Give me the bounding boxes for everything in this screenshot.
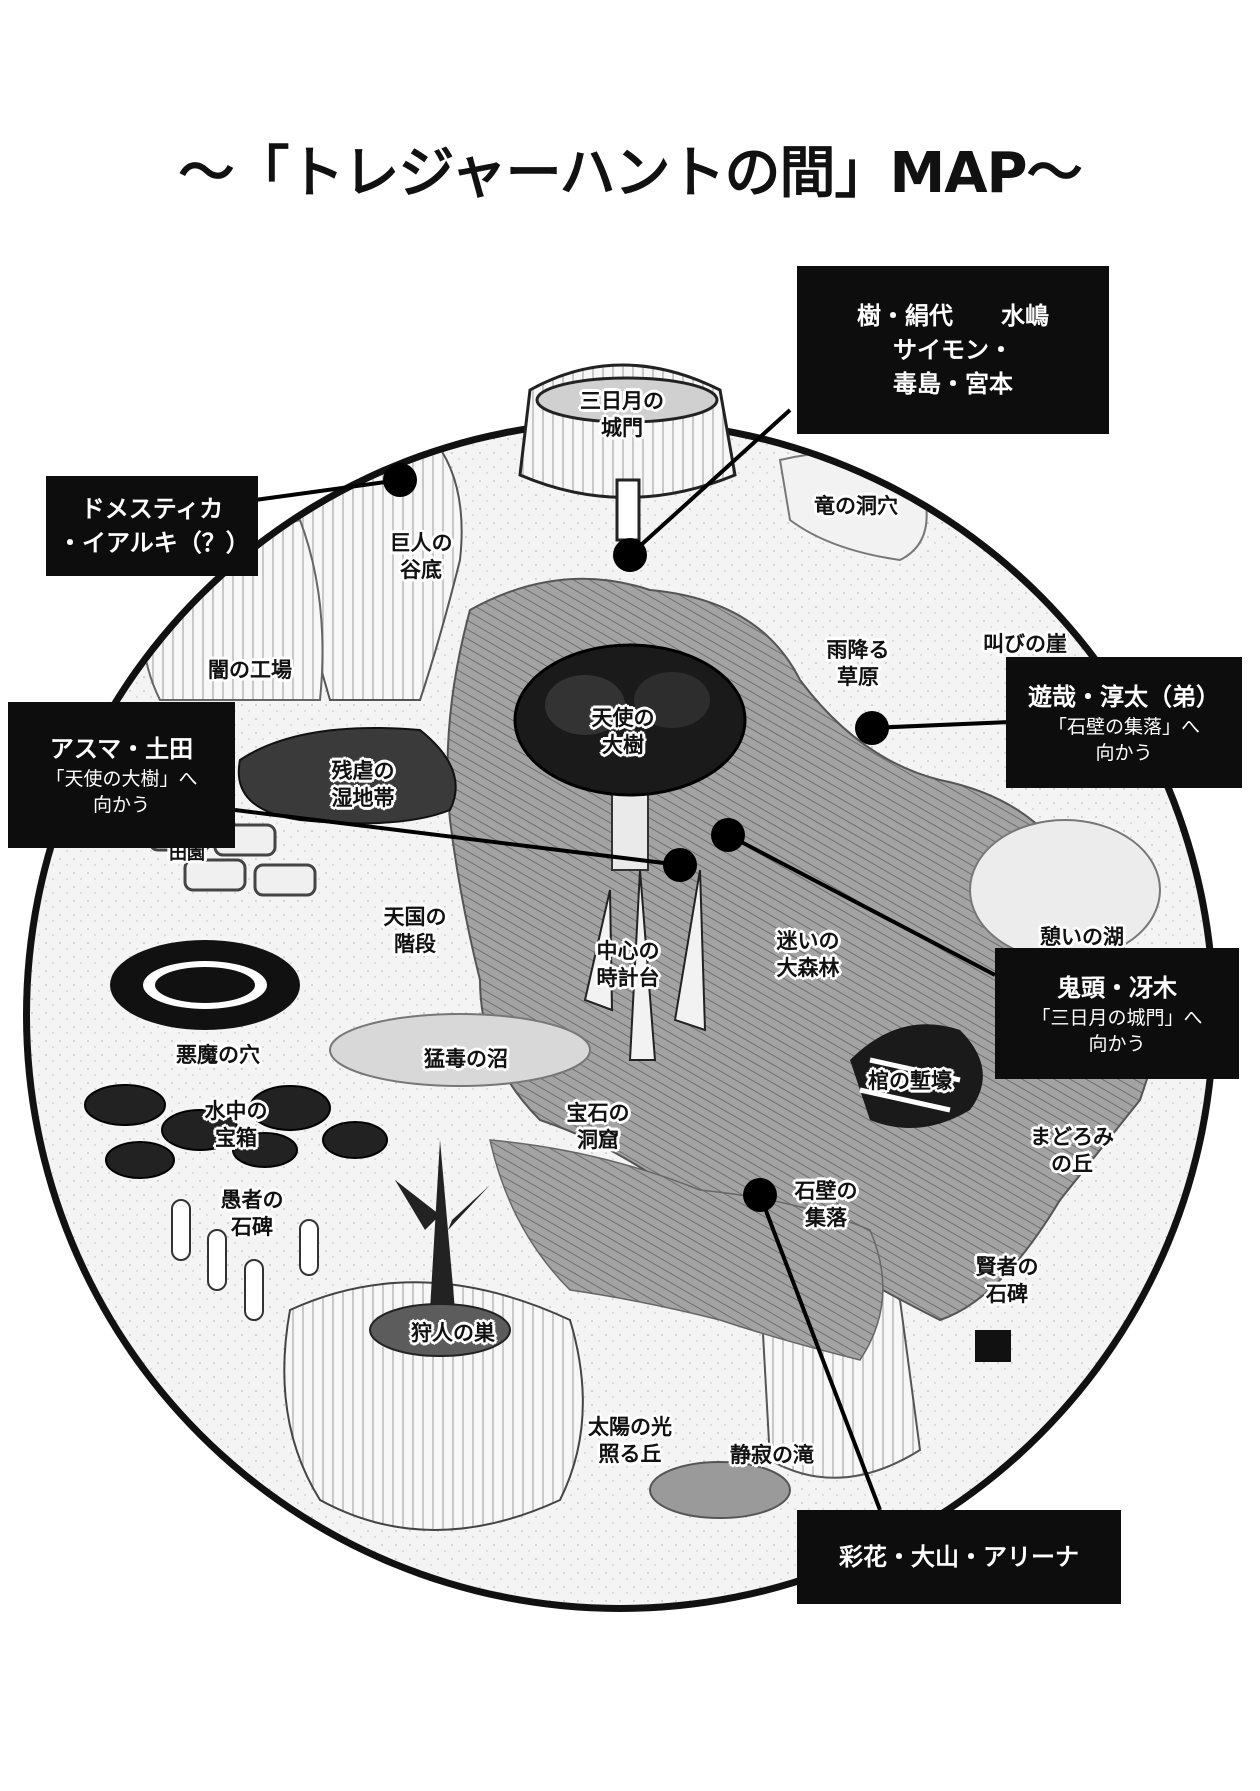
crescent-gate-structure [518,363,737,542]
callout-yuya-dest: 「石壁の集落」へ 向かう [1047,715,1200,764]
place-drowsy-hill: まどろみ の丘 [1030,1125,1114,1176]
south-forest [489,1139,884,1361]
place-heaven-stairs: 天国の 階段 [383,905,447,956]
place-dark-factory: 闇の工場 [208,658,292,682]
place-silent-falls: 静寂の滝 [730,1443,814,1467]
place-poison-swamp: 猛毒の沼 [424,1047,508,1071]
hunter-nest-crater [283,1281,584,1531]
callout-asuma-names: アスマ・土田 [49,735,194,763]
devil-hole-drawing [110,940,300,1030]
poison-swamp-area [329,1013,591,1087]
callout-ayaka-names: 彩花・大山・アリーナ [839,1543,1079,1571]
angel-tree-drawing [513,643,747,871]
callout-domestica: ドメスティカ ・イアルキ（？） [46,476,258,576]
dot-angel-tree [663,848,697,882]
callout-asuma-group: アスマ・土田 「天使の大樹」へ 向かう [8,702,235,848]
place-coffin-trench: 棺の塹壕 [868,1069,952,1093]
place-crescent-gate: 三日月の 城門 [580,389,664,440]
place-giant-valley: 巨人の 谷底 [389,531,453,582]
place-sun-hill: 太陽の光 照る丘 [588,1415,672,1466]
dot-stone-village [743,1178,777,1212]
place-cruel-wetland: 残虐の 湿地帯 [331,759,395,810]
place-center-clock: 中心の 時計台 [596,939,660,990]
place-stone-village: 石壁の 集落 [794,1179,858,1230]
clock-tower-spikes [583,869,707,1061]
dot-crescent-gate [613,538,647,572]
callout-itsuki-line1: 樹・絹代 水嶋 [857,302,1049,330]
hunter-nest-tree [369,1140,511,1357]
place-field-partial: 田園 [169,843,205,864]
callout-itsuki-names: サイモン・ 毒島・宮本 [893,336,1013,398]
coffin-trench-drawing [850,1024,983,1128]
place-sage-stone: 賢者の 石碑 [975,1255,1039,1306]
place-water-chest: 水中の 宝箱 [204,1099,268,1150]
callout-kito-dest: 「三日月の城門」へ 向かう [1031,1006,1203,1055]
place-rest-lake: 憩いの湖 [1040,925,1124,949]
callout-yuya-group: 遊哉・淳太（弟） 「石壁の集落」へ 向かう [1006,657,1242,788]
place-fool-stones: 愚者の 石碑 [220,1188,284,1239]
callout-yuya-names: 遊哉・淳太（弟） [1028,682,1220,711]
place-dragon-cave: 竜の洞穴 [814,494,898,518]
leader-lines [234,408,1011,1511]
callout-kito-names: 鬼頭・冴木 [1057,973,1177,1002]
silent-falls-pool [649,1461,791,1519]
callout-domestica-names: ドメスティカ ・イアルキ（？） [58,495,250,557]
fool-stones-drawing [171,1199,319,1321]
place-lost-forest: 迷いの 大森林 [776,929,840,980]
place-gem-cave: 宝石の 洞窟 [566,1101,630,1152]
place-hunter-nest: 狩人の巣 [411,1321,495,1345]
location-dots [383,463,889,1212]
dot-rain-meadow [855,711,889,745]
callout-ayaka-group: 彩花・大山・アリーナ [797,1510,1121,1604]
page-title: 〜「トレジャーハントの間」MAP〜 [178,141,1082,206]
callout-kito-group: 鬼頭・冴木 「三日月の城門」へ 向かう [995,948,1239,1079]
place-rain-meadow: 雨降る 草原 [826,638,890,689]
dot-forest-center [711,818,745,852]
place-angel-tree: 天使の 大樹 [591,706,655,757]
water-chest-pools [84,1084,388,1179]
place-scream-cliff: 叫びの崖 [983,632,1067,656]
sage-stone-block [975,1330,1011,1362]
place-devil-hole: 悪魔の穴 [176,1043,260,1067]
dot-giant-valley [383,463,417,497]
callout-itsuki-group: 樹・絹代 水嶋 サイモン・ 毒島・宮本 [797,266,1109,434]
callout-asuma-dest: 「天使の大樹」へ 向かう [45,768,198,816]
